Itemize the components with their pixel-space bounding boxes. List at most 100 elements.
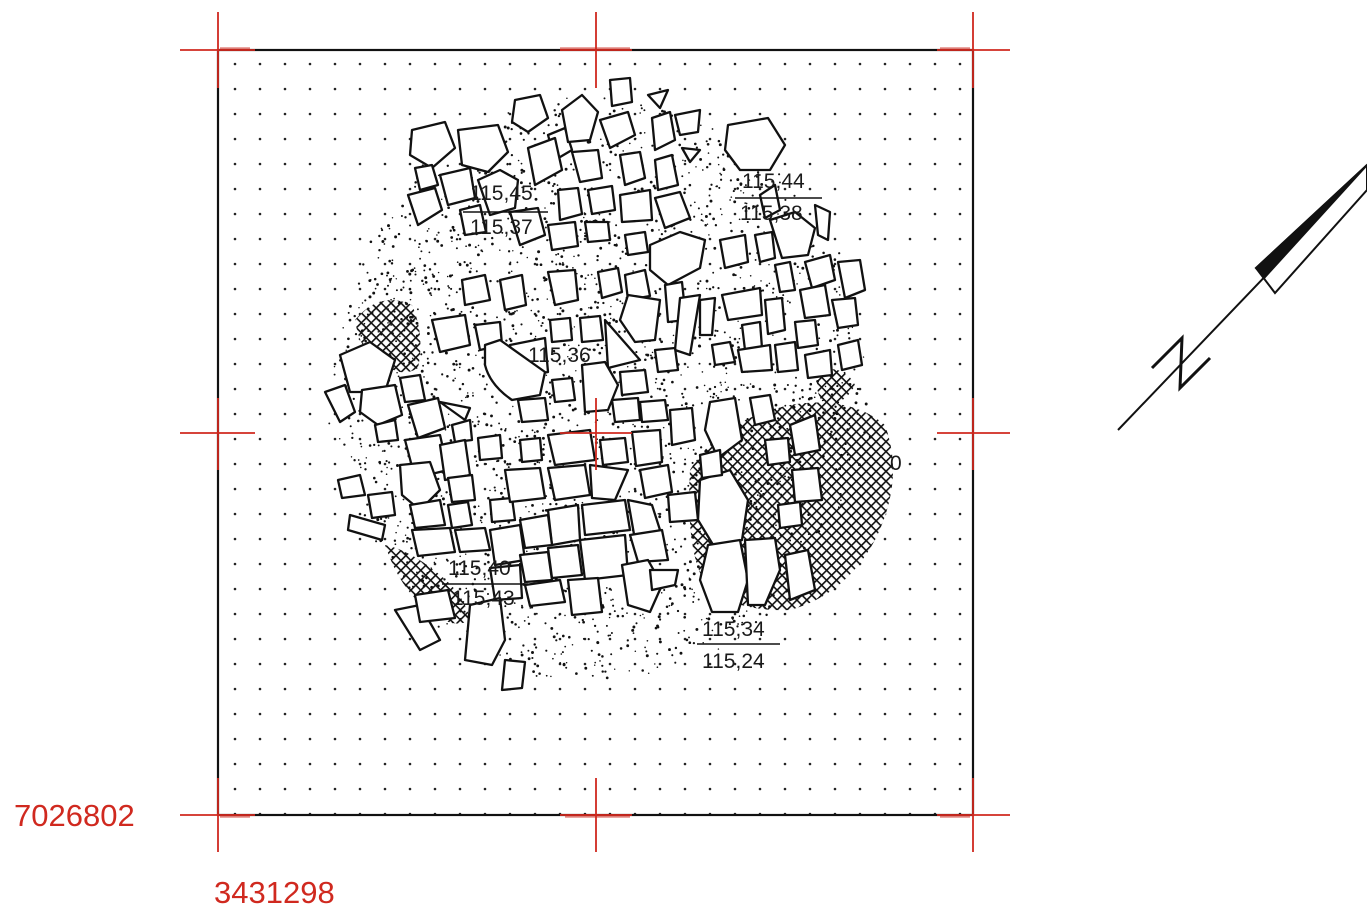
gravel-dot <box>838 294 841 296</box>
gravel-dot <box>430 393 434 396</box>
gravel-dot <box>793 194 796 197</box>
gravel-dot <box>350 456 353 458</box>
gravel-dot <box>762 492 765 496</box>
gravel-dot <box>545 674 548 677</box>
gravel-dot <box>364 299 367 302</box>
gravel-dot <box>697 598 700 601</box>
gravel-dot <box>643 109 646 112</box>
gravel-dot <box>419 257 422 260</box>
gravel-dot <box>429 342 432 346</box>
gravel-dot <box>727 386 729 389</box>
gravel-dot <box>766 482 770 485</box>
gravel-dot <box>674 646 678 650</box>
gravel-dot <box>393 316 397 319</box>
gravel-dot <box>372 291 376 295</box>
gravel-dot <box>688 183 692 187</box>
gravel-dot <box>804 527 807 530</box>
gravel-dot <box>780 493 783 496</box>
gravel-dot <box>739 182 743 186</box>
gravel-dot <box>562 373 564 376</box>
gravel-dot <box>793 262 797 266</box>
gravel-dot <box>397 232 401 236</box>
gravel-dot <box>677 632 680 634</box>
gravel-dot <box>856 387 860 391</box>
gravel-dot <box>532 670 535 673</box>
gravel-dot <box>790 446 794 450</box>
gravel-dot <box>822 411 825 414</box>
gravel-dot <box>634 366 637 369</box>
gravel-dot <box>778 425 782 429</box>
gravel-dot <box>702 641 704 644</box>
gravel-dot <box>403 329 406 332</box>
gravel-dot <box>544 422 548 426</box>
gravel-dot <box>629 462 633 466</box>
gravel-dot <box>454 377 456 380</box>
gravel-dot <box>522 644 525 647</box>
gravel-dot <box>464 565 468 568</box>
gravel-dot <box>699 157 703 161</box>
gravel-dot <box>472 199 475 202</box>
gravel-dot <box>494 489 497 492</box>
gravel-dot <box>632 423 634 426</box>
gravel-dot <box>397 445 400 448</box>
gravel-dot <box>705 279 709 283</box>
gravel-dot <box>522 138 525 141</box>
gravel-dot <box>604 591 607 595</box>
gravel-dot <box>414 273 417 276</box>
gravel-dot <box>719 622 723 626</box>
gravel-dot <box>406 316 408 319</box>
gravel-dot <box>435 279 439 283</box>
gravel-dot <box>714 329 717 332</box>
gravel-dot <box>753 285 756 287</box>
gravel-dot <box>380 272 384 276</box>
gravel-dot <box>765 613 768 617</box>
gravel-dot <box>659 618 662 621</box>
gravel-dot <box>786 300 789 302</box>
gravel-dot <box>736 625 739 628</box>
gravel-dot <box>535 547 539 551</box>
gravel-dot <box>672 470 676 474</box>
gravel-dot <box>399 394 403 397</box>
gravel-dot <box>639 614 642 617</box>
gravel-dot <box>597 290 601 294</box>
gravel-dot <box>800 543 802 546</box>
gravel-dot <box>682 396 685 399</box>
gravel-dot <box>476 416 479 418</box>
gravel-dot <box>680 583 684 587</box>
gravel-dot <box>473 505 477 509</box>
gravel-dot <box>609 169 612 172</box>
gravel-dot <box>389 280 392 283</box>
gravel-dot <box>615 320 618 323</box>
gravel-dot <box>641 669 644 672</box>
gravel-dot <box>678 143 681 147</box>
gravel-dot <box>667 442 671 446</box>
gravel-dot <box>520 653 524 657</box>
gravel-dot <box>412 319 415 323</box>
gravel-dot <box>397 301 401 305</box>
gravel-dot <box>808 409 812 412</box>
gravel-dot <box>553 182 556 186</box>
gravel-dot <box>461 569 464 573</box>
gravel-dot <box>717 287 720 290</box>
gravel-dot <box>457 233 460 236</box>
gravel-dot <box>448 286 451 289</box>
gravel-dot <box>430 585 434 589</box>
gravel-dot <box>533 431 536 434</box>
gravel-dot <box>521 606 524 609</box>
gravel-dot <box>676 609 680 613</box>
gravel-dot <box>771 524 775 528</box>
gravel-dot <box>578 287 582 291</box>
gravel-dot <box>768 605 772 609</box>
gravel-dot <box>535 612 538 615</box>
gravel-dot <box>512 328 515 331</box>
gravel-dot <box>560 653 563 655</box>
gravel-dot <box>455 238 459 241</box>
gravel-dot <box>429 292 432 295</box>
gravel-dot <box>549 395 552 399</box>
gravel-dot <box>751 385 755 389</box>
gravel-dot <box>584 666 588 670</box>
gravel-dot <box>596 641 600 645</box>
gravel-dot <box>700 219 703 222</box>
gravel-dot <box>391 259 394 262</box>
gravel-dot <box>718 306 721 309</box>
